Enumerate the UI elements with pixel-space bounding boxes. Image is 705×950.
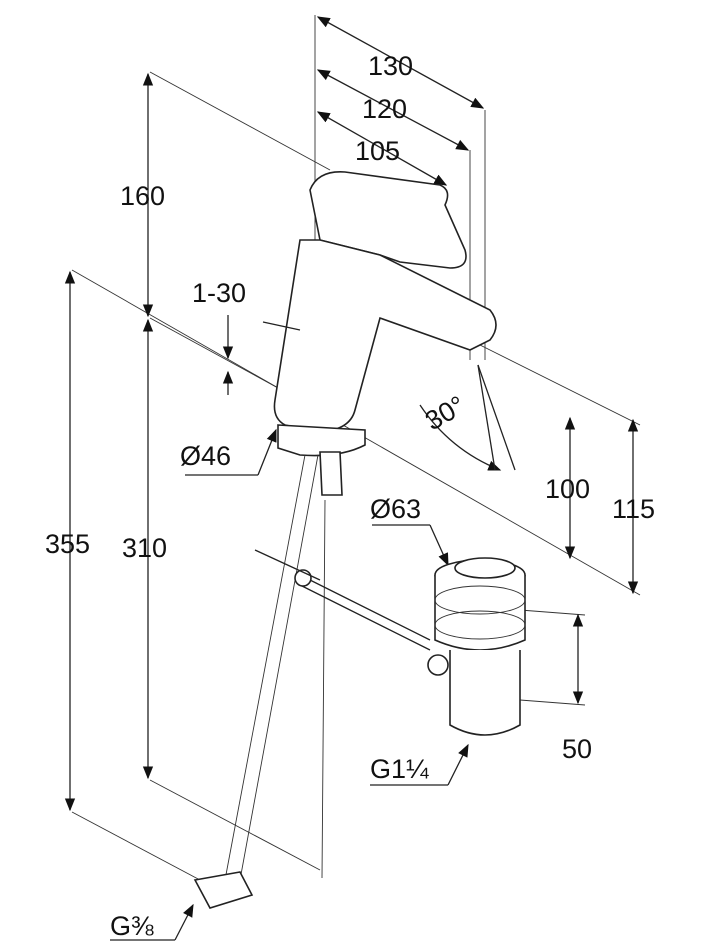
dim-160: 160 [120,181,165,211]
dim-100: 100 [545,474,590,504]
dimension-labels: 130 120 105 160 1-30 Ø46 30° 100 115 355… [45,51,655,941]
dim-diameter-63: Ø63 [370,494,421,524]
dim-310: 310 [122,533,167,563]
thread-g3-8: G⅜ [110,911,154,941]
faucet-body [193,171,497,909]
thread-g1-1-4: G1¼ [370,754,429,784]
dim-50: 50 [562,734,592,764]
dim-130: 130 [368,51,413,81]
dim-120: 120 [362,94,407,124]
dim-105: 105 [355,136,400,166]
dim-1-30: 1-30 [192,278,246,308]
dim-diameter-46: Ø46 [180,441,231,471]
dim-115: 115 [612,494,655,524]
dimension-lines [64,16,639,941]
dim-30-degrees: 30° [420,390,470,436]
dim-355: 355 [45,529,90,559]
pop-up-waste [427,557,526,736]
